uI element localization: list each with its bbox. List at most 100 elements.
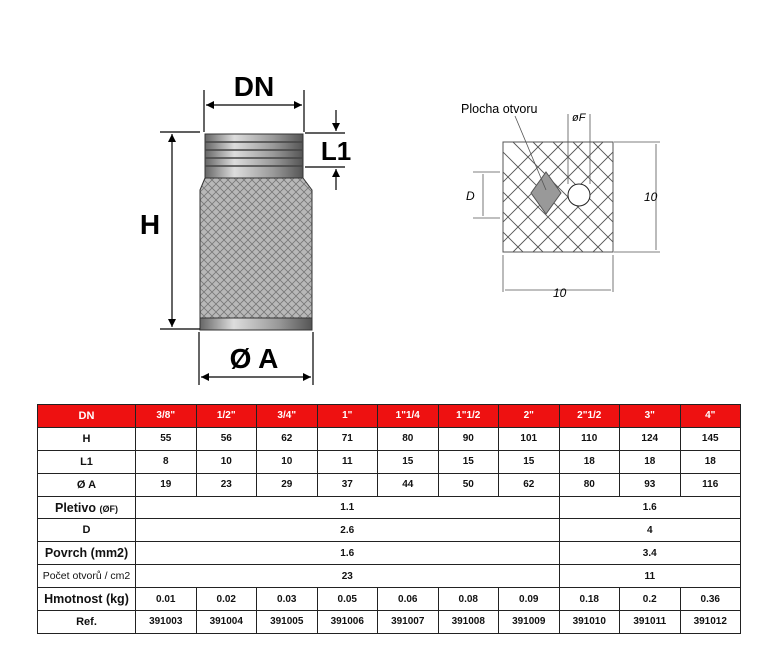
- cell-large-sizes: 11: [558, 564, 741, 589]
- table-cell: 0.08: [437, 587, 499, 612]
- table-cell: 124: [619, 426, 681, 451]
- row-label: Ref.: [37, 610, 136, 634]
- table-cell: 11: [316, 449, 378, 474]
- table-cell: 0.05: [316, 587, 378, 612]
- table-cell: 3/4": [256, 404, 318, 428]
- row-label: Hmotnost (kg): [37, 587, 136, 612]
- table-cell: 18: [679, 449, 741, 474]
- table-cell: 3/8": [135, 404, 197, 428]
- table-cell: 71: [316, 426, 378, 451]
- row-label: H: [37, 426, 136, 451]
- dn-label: DN: [234, 71, 274, 102]
- cell-small-sizes: 1.1: [135, 495, 560, 520]
- table-cell: 93: [619, 472, 681, 497]
- h-label: H: [140, 209, 160, 240]
- table-cell: 62: [256, 426, 318, 451]
- mesh-diagram: Plocha otvoru øF D 10 10: [461, 102, 660, 300]
- table-cell: 90: [437, 426, 499, 451]
- table-cell: 1"1/2: [437, 404, 499, 428]
- table-cell: 145: [679, 426, 741, 451]
- height-label: 10: [644, 190, 658, 204]
- table-cell: 391003: [135, 610, 197, 634]
- f-label: øF: [572, 112, 587, 124]
- table-row-povrch: Povrch (mm2) 1.6 3.4: [37, 541, 741, 566]
- table-cell: 3": [619, 404, 681, 428]
- table-cell: 37: [316, 472, 378, 497]
- table-row-pletivo: Pletivo (ØF) 1.1 1.6: [37, 495, 741, 520]
- table-cell: 80: [377, 426, 439, 451]
- table-cell: 391006: [316, 610, 378, 634]
- table-cell: 1"1/4: [377, 404, 439, 428]
- table-cell: 18: [619, 449, 681, 474]
- hole-area-label: Plocha otvoru: [461, 102, 537, 116]
- table-cell: 10: [195, 449, 257, 474]
- table-cell: 1": [316, 404, 378, 428]
- row-label: D: [37, 518, 136, 543]
- row-label: Ø A: [37, 472, 136, 497]
- l1-label: L1: [321, 136, 351, 166]
- table-cell: 0.06: [377, 587, 439, 612]
- row-label: Počet otvorů / cm2: [37, 564, 136, 589]
- row-label: Povrch (mm2): [37, 541, 136, 566]
- table-cell: 0.01: [135, 587, 197, 612]
- dimension-lines: [160, 90, 345, 385]
- table-cell: 2"1/2: [558, 404, 620, 428]
- table-cell: 391012: [679, 610, 741, 634]
- table-cell: 391011: [619, 610, 681, 634]
- width-label: 10: [553, 286, 567, 300]
- table-cell: 391005: [256, 610, 318, 634]
- table-row-pocet: Počet otvorů / cm2 23 11: [37, 564, 741, 589]
- table-cell: 19: [135, 472, 197, 497]
- cell-small-sizes: 23: [135, 564, 560, 589]
- table-cell: 80: [558, 472, 620, 497]
- table-cell: 1/2": [195, 404, 257, 428]
- row-label: DN: [37, 404, 136, 428]
- table-cell: 44: [377, 472, 439, 497]
- pletivo-suffix: (ØF): [99, 503, 118, 514]
- d-label: D: [466, 189, 475, 203]
- table-cell: 15: [437, 449, 499, 474]
- cell-large-sizes: 1.6: [558, 495, 741, 520]
- table-cell: 0.03: [256, 587, 318, 612]
- table-cell: 18: [558, 449, 620, 474]
- row-label: Pletivo (ØF): [37, 495, 136, 520]
- table-cell: 8: [135, 449, 197, 474]
- table-cell: 0.18: [558, 587, 620, 612]
- table-cell: 0.2: [619, 587, 681, 612]
- table-cell: 56: [195, 426, 257, 451]
- table-cell: 391009: [498, 610, 560, 634]
- table-cell: 23: [195, 472, 257, 497]
- table-cell: 4": [679, 404, 741, 428]
- technical-drawing: DN H L1 Ø A Plocha otvoru øF D 10 10: [140, 71, 660, 385]
- row-label: L1: [37, 449, 136, 474]
- table-cell: 55: [135, 426, 197, 451]
- table-cell: 0.09: [498, 587, 560, 612]
- table-cell: 101: [498, 426, 560, 451]
- table-cell: 391008: [437, 610, 499, 634]
- table-cell: 0.02: [195, 587, 257, 612]
- table-row-d: D 2.6 4: [37, 518, 741, 543]
- table-cell: 2": [498, 404, 560, 428]
- cell-large-sizes: 4: [558, 518, 741, 543]
- table-cell: 15: [498, 449, 560, 474]
- table-cell: 391010: [558, 610, 620, 634]
- table-cell: 50: [437, 472, 499, 497]
- table-cell: 15: [377, 449, 439, 474]
- cell-small-sizes: 1.6: [135, 541, 560, 566]
- cell-large-sizes: 3.4: [558, 541, 741, 566]
- table-cell: 29: [256, 472, 318, 497]
- table-cell: 110: [558, 426, 620, 451]
- table-cell: 391004: [195, 610, 257, 634]
- fitting-drawing: [199, 133, 313, 331]
- table-cell: 62: [498, 472, 560, 497]
- table-cell: 391007: [377, 610, 439, 634]
- table-cell: 10: [256, 449, 318, 474]
- table-cell: 0.36: [679, 587, 741, 612]
